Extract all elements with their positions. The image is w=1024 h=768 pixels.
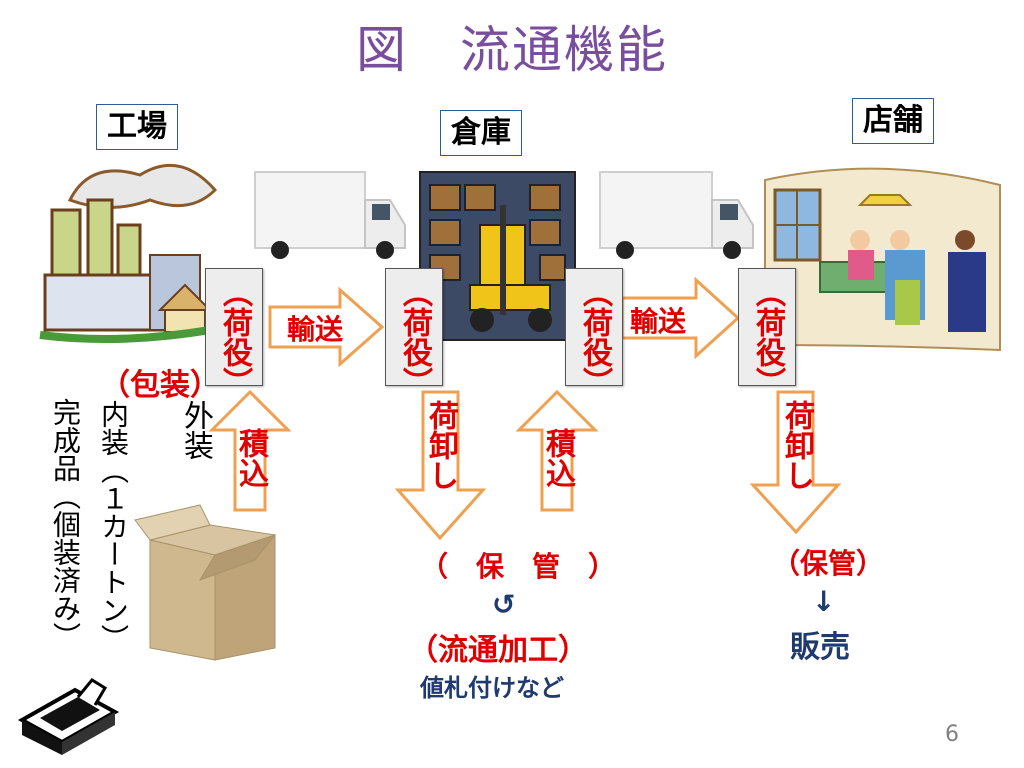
handling-box-4: （荷役） [738, 268, 796, 397]
warehouse-illustration [419, 171, 576, 341]
loading-arrow-2 [515, 389, 599, 512]
loading-arrow-1 [208, 389, 292, 512]
packaging-inner: 内装（１カートン） [97, 400, 130, 652]
warehouse-storage: （ 保 管 ） [420, 550, 617, 583]
loading-label-1: 積込 [233, 428, 268, 488]
package-icon [17, 678, 120, 755]
handling-box-1: （荷役） [205, 268, 263, 397]
store-label: 店舗 [852, 98, 934, 144]
warehouse-label: 倉庫 [440, 110, 522, 156]
packaging-outer: 外装 [178, 400, 213, 460]
truck-illustration-2 [599, 171, 754, 259]
unloading-label-2: 荷卸し [779, 400, 814, 490]
cycle-icon: ↺ [492, 588, 516, 621]
packaging-heading: （包装） [100, 368, 220, 403]
unloading-label-1: 荷卸し [423, 400, 458, 490]
handling-label: （荷役） [397, 277, 432, 397]
factory-illustration [39, 163, 218, 343]
store-sale: 販売 [790, 630, 850, 665]
packaging-unit: 完成品（個装済み） [49, 398, 82, 650]
transport-label-1: 輸送 [287, 313, 344, 346]
factory-label: 工場 [96, 104, 178, 150]
transport-label-2: 輸送 [630, 305, 687, 338]
transport-arrow-1 [268, 286, 385, 368]
slide-title: 図 流通機能 [356, 21, 668, 79]
warehouse-example: 値札付けなど [420, 674, 564, 702]
store-illustration [764, 167, 1001, 352]
unloading-arrow-1 [394, 390, 487, 541]
handling-label: （荷役） [217, 277, 252, 397]
cardboard-box-illustration [134, 504, 277, 661]
truck-illustration-1 [254, 171, 406, 259]
handling-box-3: （荷役） [565, 268, 623, 397]
warehouse-processing: （流通加工） [408, 633, 588, 668]
handling-box-2: （荷役） [385, 268, 443, 397]
down-arrow-icon: ↓ [812, 585, 836, 618]
handling-label: （荷役） [750, 277, 785, 397]
loading-label-2: 積込 [540, 428, 575, 488]
handling-label: （荷役） [577, 277, 612, 397]
transport-arrow-2 [620, 276, 741, 360]
store-storage: （保管） [772, 547, 885, 580]
unloading-arrow-2 [749, 390, 842, 535]
page-number: 6 [945, 722, 959, 747]
